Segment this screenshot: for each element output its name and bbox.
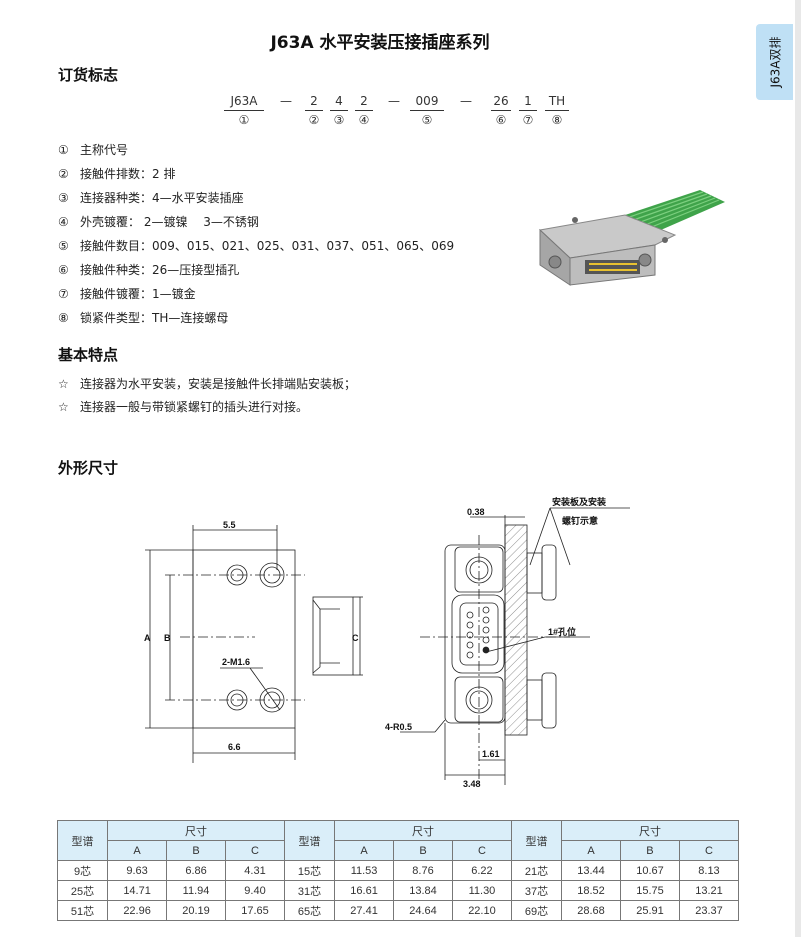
dim-5-5: 5.5	[223, 520, 236, 530]
dim-3-48: 3.48	[463, 779, 481, 789]
dim-cell: 11.94	[166, 880, 227, 901]
order-heading: 订货标志	[58, 66, 119, 84]
dim-m16: 2-M1.6	[222, 657, 250, 667]
dim-cell: 8.13	[678, 860, 740, 881]
dim-cell: 28.68	[561, 900, 621, 921]
feature-item: ☆连接器为水平安装，安装是接触件长排端贴安装板；	[58, 377, 357, 391]
dim-6-6: 6.6	[228, 742, 241, 752]
model-cell: 21芯	[510, 860, 563, 881]
dim-cell: 27.41	[334, 900, 395, 921]
dim-cell: 24.64	[393, 900, 453, 921]
dim-cell: 15.75	[620, 880, 680, 901]
dimensions-heading: 外形尺寸	[58, 459, 119, 477]
col-size: 尺寸	[107, 820, 285, 841]
dim-cell: 6.22	[451, 860, 512, 881]
col-size: 尺寸	[334, 820, 512, 841]
model-cell: 51芯	[56, 900, 109, 921]
dim-cell: 13.21	[678, 880, 740, 901]
dim-cell: 11.30	[451, 880, 512, 901]
dim-cell: 20.19	[166, 900, 227, 921]
model-cell: 37芯	[510, 880, 563, 901]
col-size: 尺寸	[561, 820, 739, 841]
dim-cell: 6.86	[166, 860, 227, 881]
connector-photo	[538, 190, 725, 286]
connector-body	[538, 214, 677, 286]
table-header-row: 型谱尺寸 型谱尺寸 型谱尺寸	[56, 820, 739, 861]
dim-cell: 16.61	[334, 880, 395, 901]
col-model: 型谱	[56, 820, 109, 861]
dim-1-61: 1.61	[482, 749, 500, 759]
code-dash: —	[460, 94, 472, 108]
side-view: 0.38 安装板及安装 螺钉示意 1#孔位 4-R0.5 1.61 3.48	[385, 496, 630, 789]
features-heading: 基本特点	[58, 346, 119, 364]
dim-cell: 18.52	[561, 880, 621, 901]
model-cell: 15芯	[283, 860, 336, 881]
dim-cell: 14.71	[107, 880, 168, 901]
front-view: 5.5 6.6 A B C 2-M1.6	[144, 520, 363, 763]
dim-cell: 22.96	[107, 900, 168, 921]
dim-c: C	[352, 633, 359, 643]
dim-a: A	[144, 633, 151, 643]
code-dash: —	[280, 94, 292, 108]
dim-cell: 22.10	[451, 900, 512, 921]
side-tab-label: J63A双排	[768, 36, 782, 88]
dim-cell: 8.76	[393, 860, 453, 881]
feature-item: ☆连接器一般与带锁紧螺钉的插头进行对接。	[58, 400, 309, 414]
plate-label-1: 安装板及安装	[552, 496, 607, 507]
model-cell: 31芯	[283, 880, 336, 901]
page-title: J63A 水平安装压接插座系列	[270, 33, 490, 53]
dim-b: B	[164, 633, 171, 643]
code-dash: —	[388, 94, 400, 108]
dim-cell: 13.44	[561, 860, 621, 881]
hole-1-label: 1#孔位	[548, 626, 576, 637]
dim-cell: 17.65	[225, 900, 285, 921]
dim-cell: 9.63	[107, 860, 168, 881]
dim-cell: 10.67	[620, 860, 680, 881]
dim-cell: 4.31	[225, 860, 285, 881]
page-edge	[795, 0, 801, 937]
dim-0-38: 0.38	[467, 507, 485, 517]
model-cell: 25芯	[56, 880, 109, 901]
model-cell: 9芯	[56, 860, 109, 881]
plate-label-2: 螺钉示意	[562, 515, 598, 526]
dim-r0-5: 4-R0.5	[385, 722, 412, 732]
model-cell: 65芯	[283, 900, 336, 921]
dim-cell: 23.37	[678, 900, 740, 921]
dim-cell: 25.91	[620, 900, 680, 921]
dim-cell: 13.84	[393, 880, 453, 901]
dim-cell: 9.40	[225, 880, 285, 901]
side-tab[interactable]: J63A双排	[756, 24, 793, 100]
col-model: 型谱	[510, 820, 563, 861]
dimension-drawing: 5.5 6.6 A B C 2-M1.6 0.38	[144, 496, 630, 789]
model-cell: 69芯	[510, 900, 563, 921]
dim-cell: 11.53	[334, 860, 395, 881]
col-model: 型谱	[283, 820, 336, 861]
